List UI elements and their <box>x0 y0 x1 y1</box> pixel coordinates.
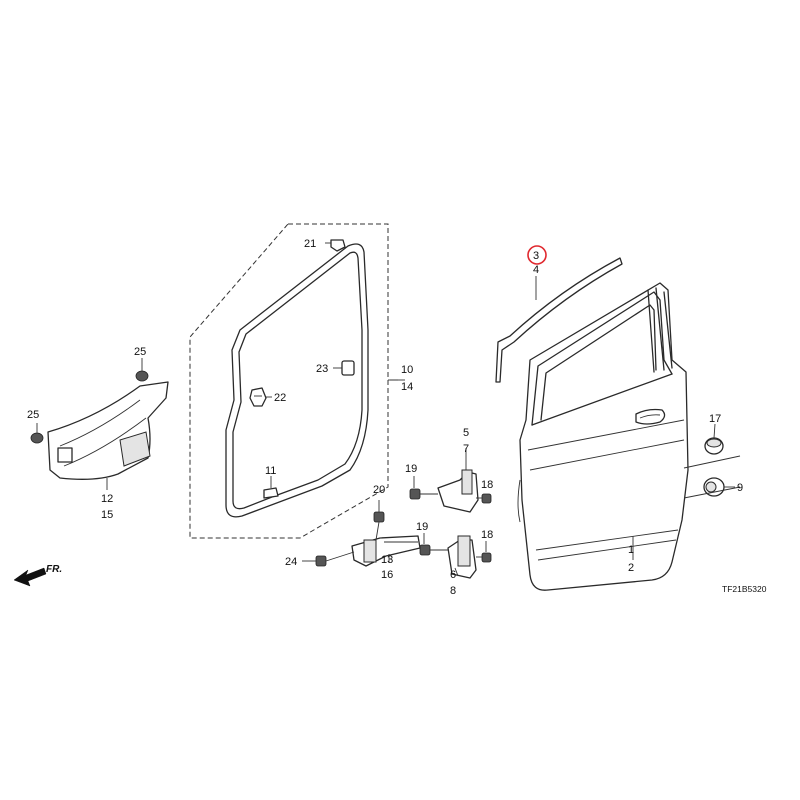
clip-21[interactable] <box>325 239 346 252</box>
callout-6[interactable]: 6 <box>450 569 456 581</box>
callout-3[interactable]: 3 <box>533 250 539 262</box>
clip-22[interactable] <box>249 387 272 407</box>
bolt-20[interactable] <box>373 500 385 541</box>
weatherstrip-group-frame <box>189 223 398 539</box>
bolt-18-lower[interactable] <box>476 541 492 563</box>
callout-19a[interactable]: 19 <box>405 463 417 475</box>
window-molding[interactable] <box>495 257 623 383</box>
callout-13[interactable]: 13 <box>381 554 393 566</box>
callout-1[interactable]: 1 <box>628 544 634 556</box>
bolt-18-upper[interactable] <box>476 493 492 504</box>
cover-plate[interactable] <box>47 381 169 480</box>
callout-25a[interactable]: 25 <box>134 346 146 358</box>
callout-2[interactable]: 2 <box>628 562 634 574</box>
upper-hinge[interactable] <box>437 448 479 513</box>
bolt-24[interactable] <box>302 551 355 567</box>
callout-24[interactable]: 24 <box>285 556 297 568</box>
front-direction-indicator: FR. <box>13 564 62 587</box>
clip-23[interactable] <box>333 360 355 376</box>
callout-18a[interactable]: 18 <box>481 479 493 491</box>
callout-16[interactable]: 16 <box>381 569 393 581</box>
callout-4[interactable]: 4 <box>533 264 539 276</box>
callout-23[interactable]: 23 <box>316 363 328 375</box>
callout-15[interactable]: 15 <box>101 509 113 521</box>
callout-18b[interactable]: 18 <box>481 529 493 541</box>
callout-19b[interactable]: 19 <box>416 521 428 533</box>
diagram-code: TF21B5320 <box>722 584 767 594</box>
bumper-leader-lines <box>683 455 741 499</box>
callout-17[interactable]: 17 <box>709 413 721 425</box>
callout-21[interactable]: 21 <box>304 238 316 250</box>
callout-20[interactable]: 20 <box>373 484 385 496</box>
bolt-19-upper[interactable] <box>409 476 438 500</box>
bolt-19-lower[interactable] <box>419 533 448 556</box>
callout-9[interactable]: 9 <box>737 482 743 494</box>
bumper-17[interactable] <box>704 423 724 455</box>
callout-14[interactable]: 14 <box>401 381 413 393</box>
front-label: FR. <box>46 564 62 575</box>
callout-22[interactable]: 22 <box>274 392 286 404</box>
highlight-circle <box>527 245 547 265</box>
nut-25-upper[interactable] <box>135 358 149 382</box>
callout-8[interactable]: 8 <box>450 585 456 597</box>
callout-5[interactable]: 5 <box>463 427 469 439</box>
arrow-left-icon <box>13 567 47 587</box>
callout-11[interactable]: 11 <box>265 465 276 477</box>
callout-7[interactable]: 7 <box>463 443 469 455</box>
callout-25b[interactable]: 25 <box>27 409 39 421</box>
callout-12[interactable]: 12 <box>101 493 113 505</box>
door-panel[interactable] <box>517 282 689 591</box>
leader-lines <box>388 276 634 577</box>
nut-25-lower[interactable] <box>30 423 44 444</box>
callout-10[interactable]: 10 <box>401 364 413 376</box>
callout-labels: 1 2 3 4 5 7 6 8 9 10 14 11 12 15 13 16 1… <box>27 238 743 597</box>
door-checker[interactable] <box>351 535 421 567</box>
clip-11[interactable] <box>263 476 279 499</box>
door-weatherstrip[interactable] <box>225 243 369 518</box>
